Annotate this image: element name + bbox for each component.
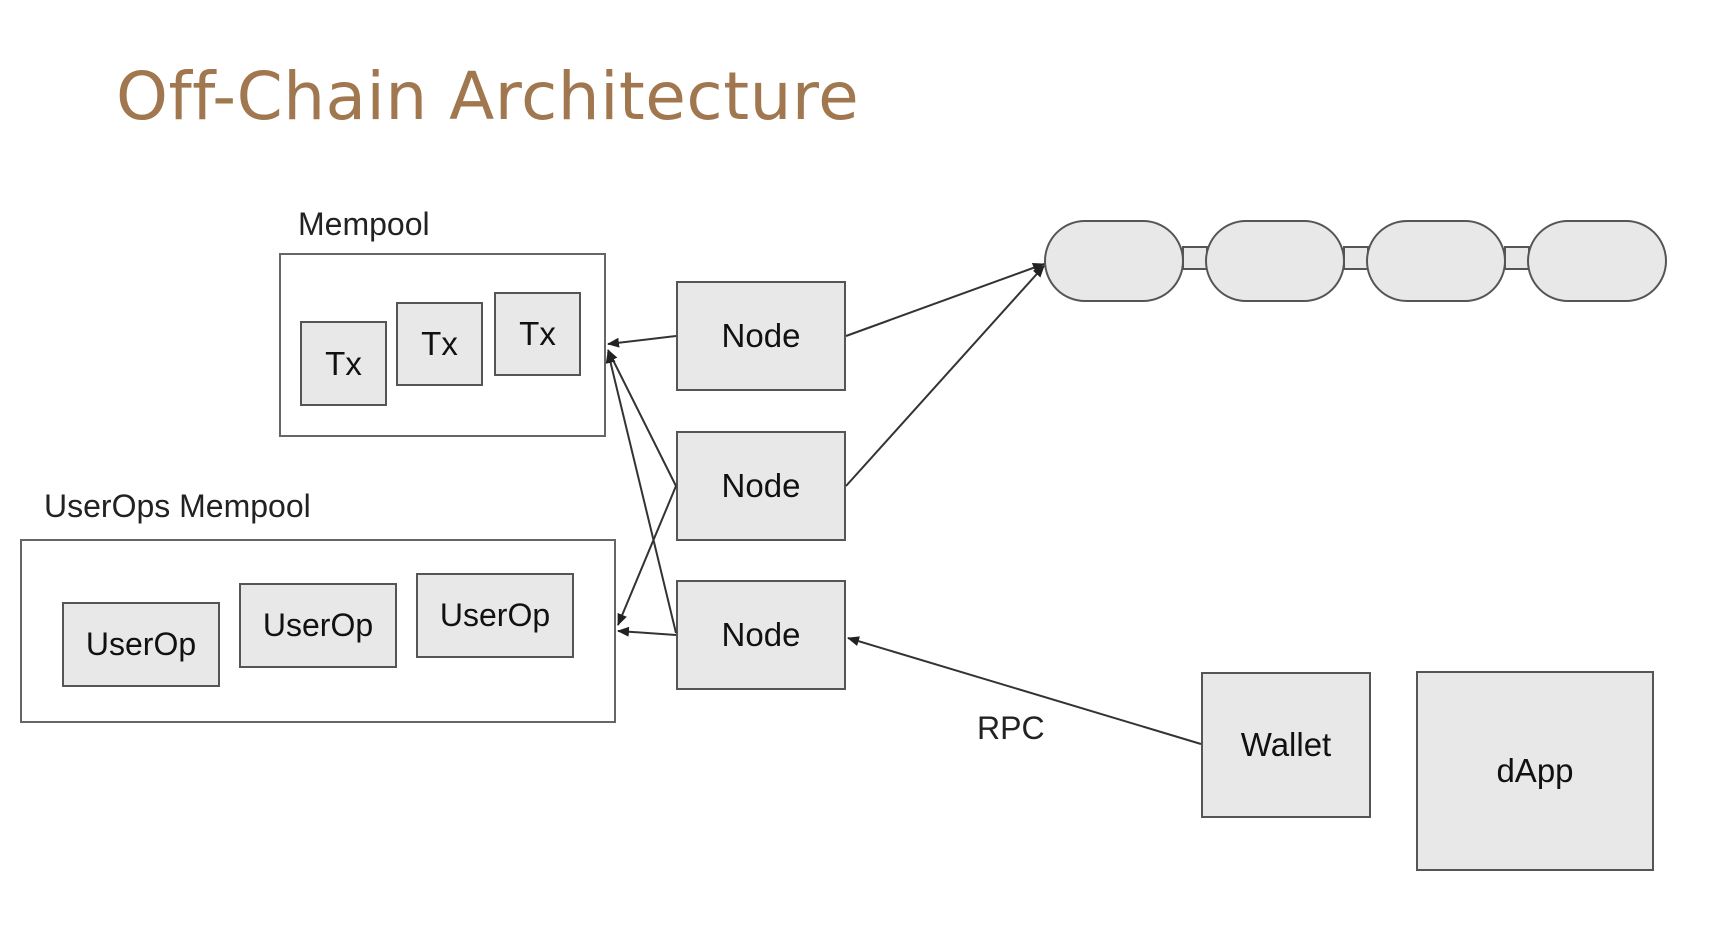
chain-block (1527, 220, 1667, 302)
arrow-node2-to-mempool (607, 349, 677, 487)
chain-block (1366, 220, 1506, 302)
arrow-node3-to-userops (617, 626, 677, 637)
tx-box: Tx (396, 302, 483, 386)
arrow-node3-to-mempool (605, 351, 677, 634)
chain-block (1044, 220, 1184, 302)
blockchain (1044, 218, 1670, 304)
tx-box: Tx (300, 321, 387, 406)
tx-box: Tx (494, 292, 581, 376)
rpc-label: RPC (977, 710, 1045, 746)
userops-mempool-label: UserOps Mempool (44, 488, 311, 524)
arrow-node1-to-chain (845, 263, 1045, 337)
node-box-3: Node (676, 580, 846, 690)
dapp-box: dApp (1416, 671, 1654, 871)
chain-block (1205, 220, 1345, 302)
arrow-node1-to-mempool (607, 335, 677, 348)
slide-title: Off-Chain Architecture (116, 58, 860, 135)
arrow-node2-to-userops (617, 485, 677, 626)
userop-box: UserOp (62, 602, 220, 687)
arrow-node2-to-chain (845, 265, 1045, 487)
node-box-1: Node (676, 281, 846, 391)
wallet-box: Wallet (1201, 672, 1371, 818)
node-box-2: Node (676, 431, 846, 541)
mempool-label: Mempool (298, 206, 430, 242)
userop-box: UserOp (416, 573, 574, 658)
userop-box: UserOp (239, 583, 397, 668)
